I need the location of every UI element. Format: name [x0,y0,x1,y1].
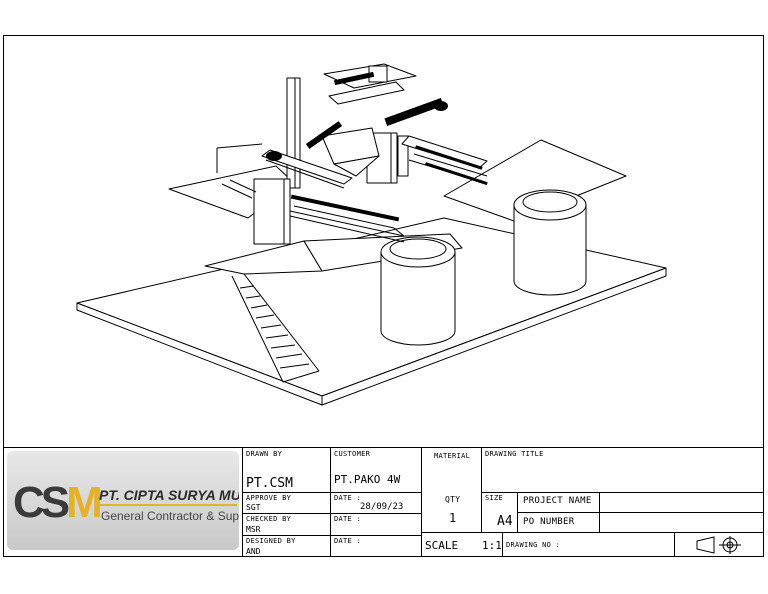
company-logo: CSM PT. CIPTA SURYA MULIA General Contra… [7,451,239,550]
right-platform [443,139,627,222]
material-label: MATERIAL [434,452,471,460]
customer-label: CUSTOMER [334,450,371,458]
drawn-by-label: DRAWN BY [246,450,283,458]
tank-rear [513,189,587,296]
size-value: A4 [497,514,513,529]
date1-label: DATE : [334,494,362,502]
tank-front [380,236,456,346]
scale-value: 1:1 [482,539,502,552]
isometric-plant-drawing [76,63,667,406]
customer-value: PT.PAKO 4W [334,473,401,486]
railing [216,143,263,199]
conveyor-left [261,149,405,243]
drawing-no-label: DRAWING NO : [506,541,561,549]
designed-by-value: AND [246,547,261,556]
project-name-label: PROJECT NAME [523,496,592,506]
checked-by-label: CHECKED BY [246,515,292,523]
company-name: PT. CIPTA SURYA MULIA [99,487,239,503]
approve-by-label: APPROVE BY [246,494,292,502]
logo-mark: CSM [13,478,103,527]
po-number-label: PO NUMBER [523,517,575,527]
drawing-sheet: CSM PT. CIPTA SURYA MULIA General Contra… [3,35,764,557]
front-platform [204,240,323,275]
approve-by-value: SGT [246,503,261,512]
title-block: CSM PT. CIPTA SURYA MULIA General Contra… [4,447,763,557]
designed-by-label: DESIGNED BY [246,537,296,545]
drawing-title-label: DRAWING TITLE [485,450,544,458]
date1-value: 28/09/23 [360,502,404,512]
logo-divider [99,504,237,506]
size-label: SIZE [485,494,504,502]
qty-value: 1 [449,511,457,525]
company-tagline: General Contractor & Supplier [101,509,239,523]
scale-label: SCALE [425,539,459,552]
qty-label: QTY [445,495,461,504]
stairs [231,273,320,383]
projection-symbol-icon [696,536,741,554]
date2-label: DATE : [334,515,362,523]
date3-label: DATE : [334,537,362,545]
drawn-by-value: PT.CSM [246,476,293,491]
checked-by-value: MSR [246,525,261,534]
conveyor-right [401,135,488,183]
